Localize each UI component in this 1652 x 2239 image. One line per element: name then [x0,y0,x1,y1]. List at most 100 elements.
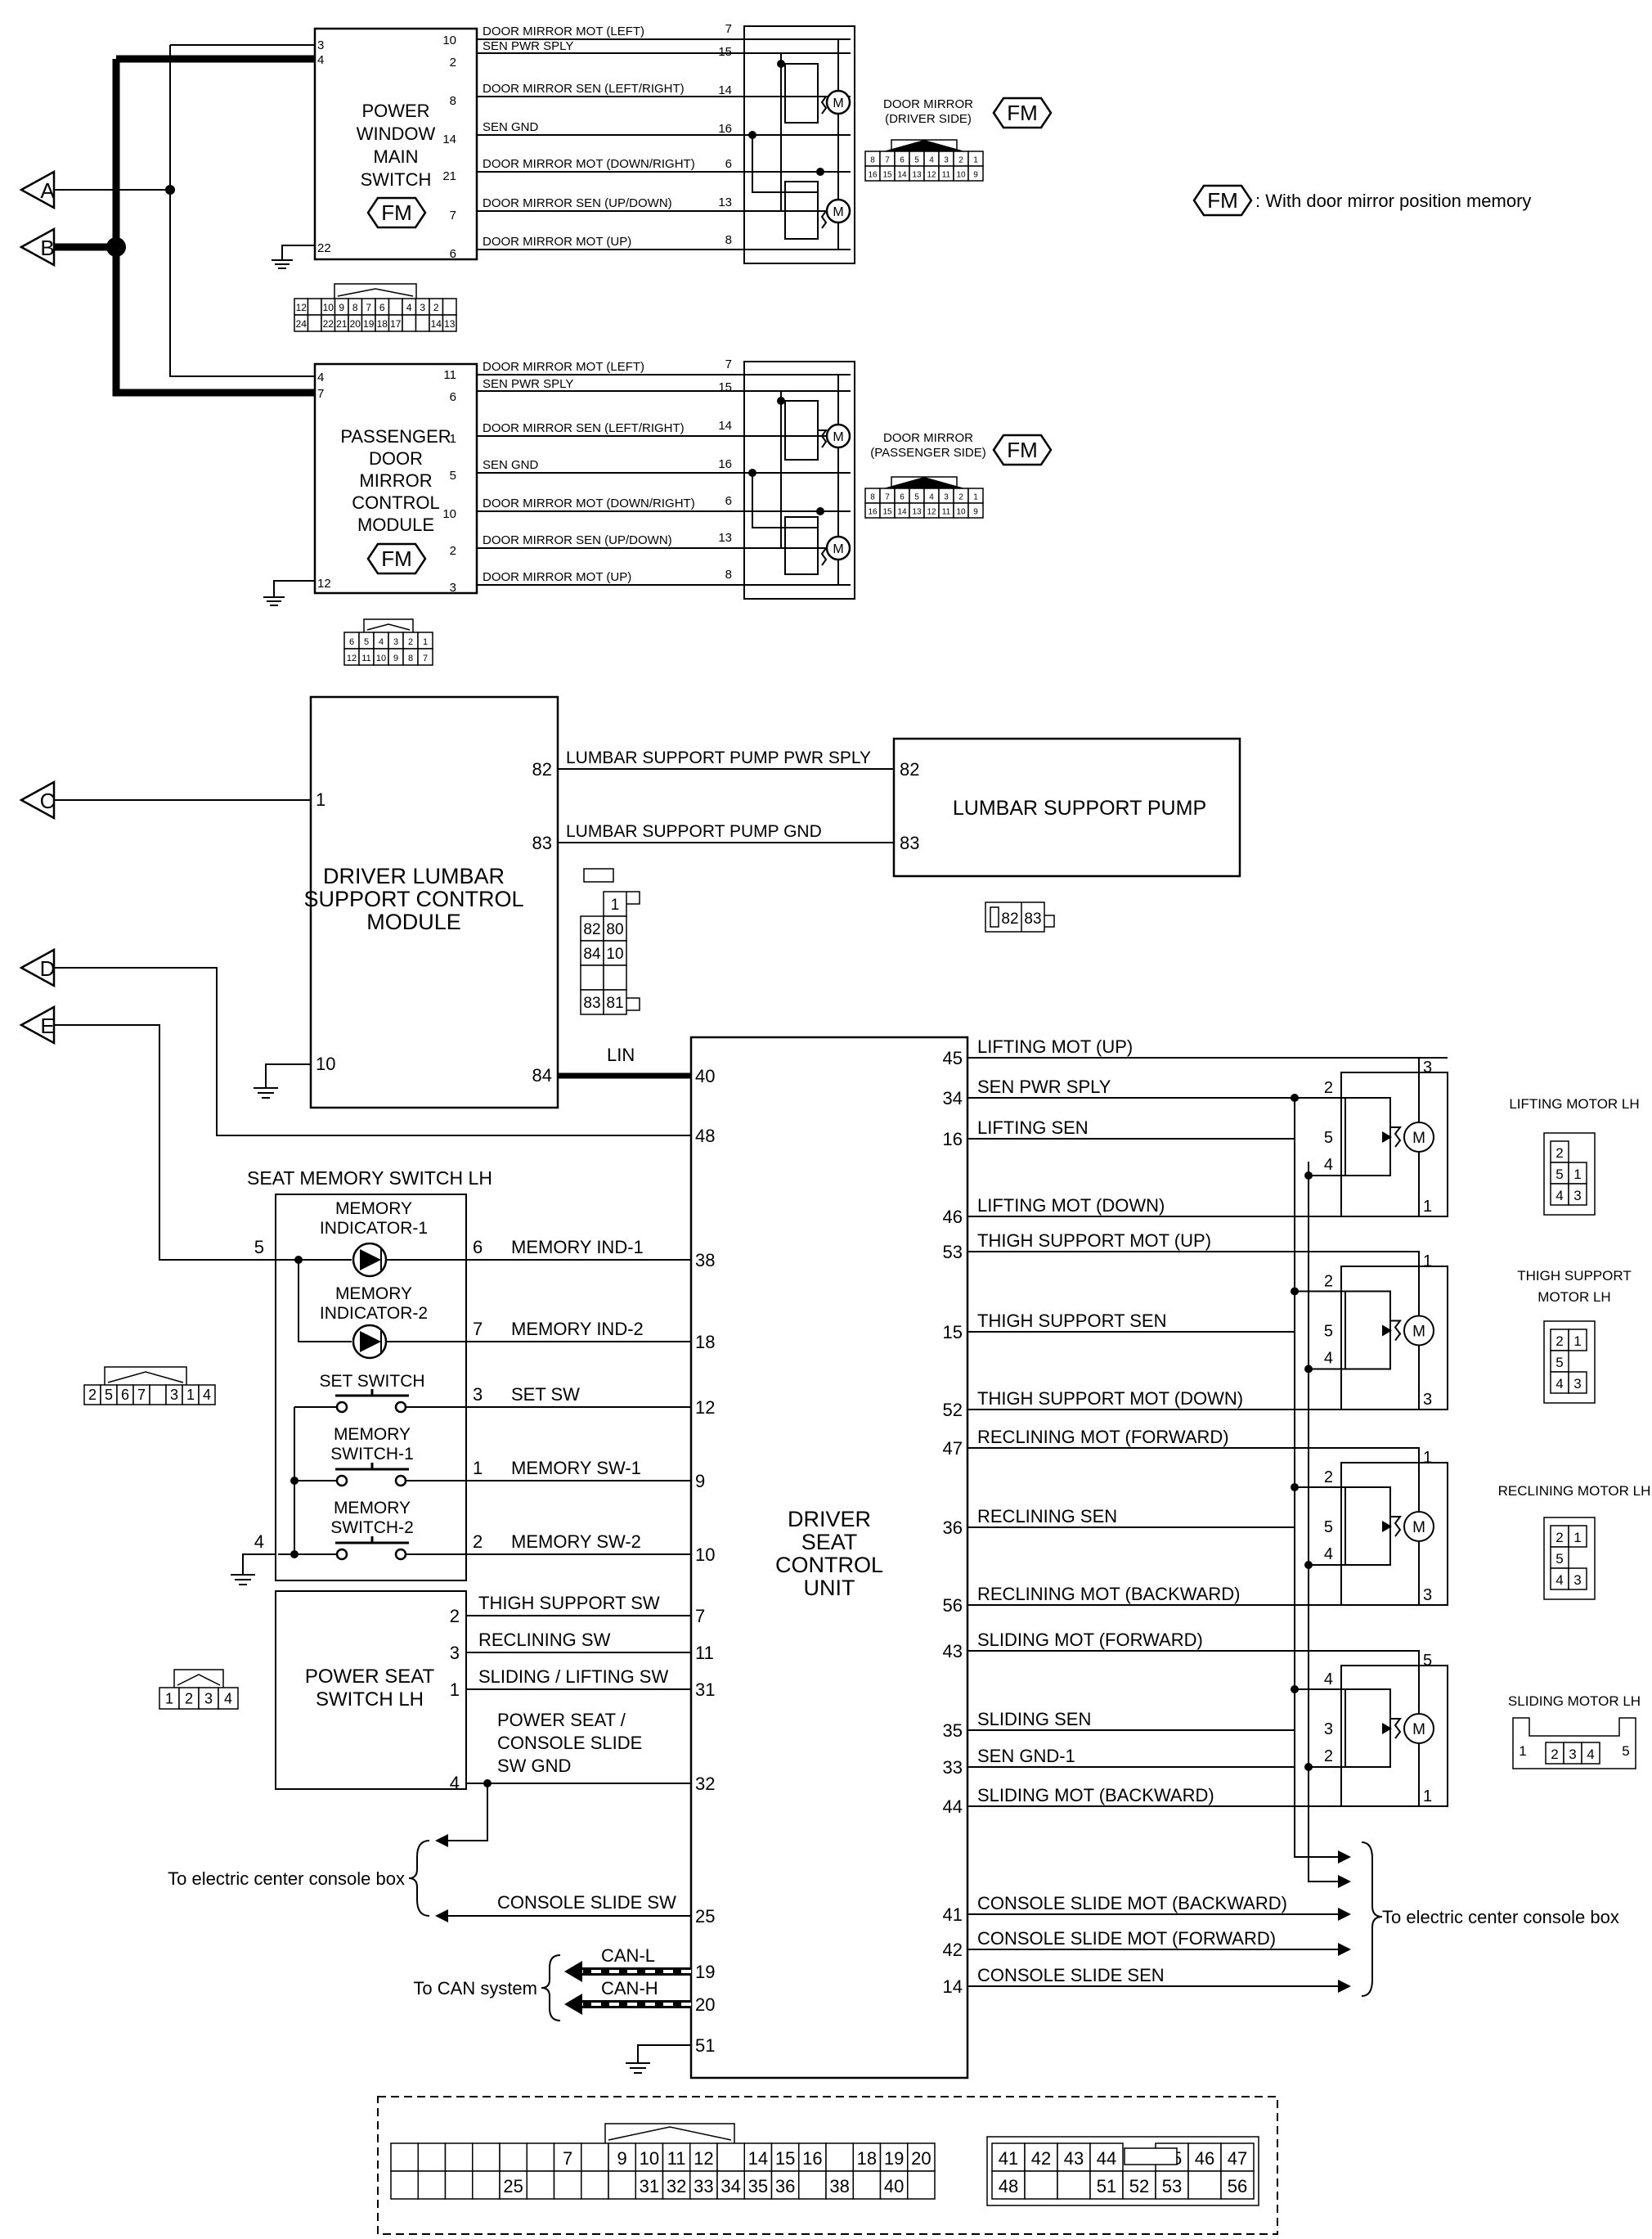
dscu-conn-pin: 34 [721,2176,740,2196]
pwms-conn-pin: 6 [379,302,385,313]
motor-pin: 1 [1423,1787,1432,1805]
dscu-right-pin: 43 [943,1641,963,1661]
dscu-left-extra-wires: To electric center console box To CAN sy… [168,1840,691,2074]
driver-mirror-conn-pin: 1 [973,156,978,165]
svg-text:(PASSENGER SIDE): (PASSENGER SIDE) [870,446,985,460]
svg-text:7: 7 [695,1606,705,1626]
fm-legend: FM : With door mirror position memory [1192,184,1531,217]
junction-dot [1304,1561,1313,1569]
motor-pin: 2 [1324,1747,1333,1765]
svg-text:7: 7 [473,1319,483,1339]
dscu-right-label: THIGH SUPPORT MOT (UP) [977,1230,1211,1251]
svg-text:82: 82 [532,759,552,780]
dlscm-conn-cell [580,915,604,942]
dscu-conn2-key [1124,2147,1178,2165]
sensor-resistor [1390,1126,1402,1148]
driver-mirror-conn-pin: 12 [927,171,936,180]
sensor-wire [1295,1688,1345,1768]
dscu-right-label: RECLINING SEN [977,1506,1117,1526]
motor-pin: 1 [1423,1449,1432,1467]
svg-text:13: 13 [718,531,732,545]
svg-text:20: 20 [695,1994,715,2015]
passenger-mirror-conn-pin: 8 [870,493,875,502]
svg-text:1: 1 [473,1458,483,1478]
psw-conn-cell [198,1687,219,1710]
motor-pin: 3 [1423,1391,1432,1409]
svg-text:3: 3 [317,38,324,52]
svg-text:DOOR MIRROR MOT (DOWN/RIGHT): DOOR MIRROR MOT (DOWN/RIGHT) [483,157,695,171]
lumbar-support-pump: LUMBAR SUPPORT PUMP 82 83 [892,737,1241,878]
svg-text:FM: FM [1207,188,1238,213]
svg-text:12: 12 [317,577,331,591]
passenger-mirror-conn-pin: 2 [958,493,963,502]
connector-a: A [19,169,55,210]
psw-conn-cell [218,1687,239,1710]
dscu-right-label: RECLINING MOT (FORWARD) [977,1427,1229,1447]
motor-conn-pin: 5 [1622,1743,1629,1759]
driver-lumbar-support-control-module: DRIVER LUMBAR SUPPORT CONTROL MODULE 1 1… [54,695,896,1109]
psw-gnd-label-1: POWER SEAT / [497,1710,626,1730]
connector-a-label: A [40,178,55,203]
dscu-conn2-cell [991,2170,1026,2200]
power-seat-switch-lh: POWER SEAT SWITCH LH 2 3 1 4 [275,1590,691,1847]
motor-name: LIFTING MOTOR LH [1509,1096,1639,1112]
psw-conn-pin: 2 [185,1691,193,1707]
svg-text:SEAT: SEAT [801,1530,858,1554]
svg-text:1: 1 [316,789,325,810]
driver-mirror-conn-key [883,140,965,151]
dscu-right-label: SLIDING SEN [977,1709,1091,1729]
motor-conn-pin: 2 [1555,1145,1563,1161]
psw-conn-cell [159,1687,180,1710]
svg-text:7: 7 [725,22,732,36]
pwms-conn-latch [334,283,417,299]
dscu-conn-cell [716,2170,745,2200]
dscu-conn-cell [825,2142,854,2172]
sensor-wire [1295,1290,1345,1370]
svg-text:SLIDING / LIFTING SW: SLIDING / LIFTING SW [478,1666,668,1687]
motor-pin: 1 [1423,1252,1432,1270]
dscu-conn2-shell [986,2136,1259,2206]
fm-badge-pdmcm: FM [366,542,427,575]
driver-mirror-conn-pin: 2 [958,156,963,165]
memsw-conn-pin: 4 [203,1387,211,1403]
sensor-resistor [1390,1718,1402,1739]
motor-icon-label: M [1412,1519,1425,1536]
driver-mirror-conn-pin: 3 [944,156,949,165]
dscu-conn-pin: 25 [503,2176,523,2196]
dscu-conn2-pin: 52 [1129,2176,1149,2196]
motor-conn-cell [1581,1742,1600,1765]
driver-seat-control-unit: DRIVER SEAT CONTROL UNIT [689,1036,969,2079]
pdmcm-conn-pin: 11 [361,654,370,663]
motor-conn-pin: 2 [1555,1333,1563,1349]
svg-text:DOOR: DOOR [369,448,423,469]
memsw-conn-cell [149,1384,167,1405]
dlscm-conn-pin: 82 [583,921,600,938]
to-can-note: To CAN system [413,1978,537,1998]
fm-badge-driver-mirror: FM [992,97,1053,129]
dscu-conn2-cell [1024,2170,1058,2200]
pwms-conn-pin: 7 [366,302,371,313]
dscu-left-pins: 40 48 38 MEMORY IND-1 18 MEMORY IND-2 12… [478,1066,715,2056]
connector-c: C [19,780,55,821]
svg-text:5: 5 [450,469,456,483]
pwms-title-2: WINDOW [357,124,436,144]
motor-pin: 3 [1324,1720,1333,1738]
svg-text:15: 15 [718,45,732,59]
passenger-mirror-conn-pin: 11 [942,508,951,517]
driver-mirror-conn-cell [967,165,984,182]
dlscm-conn-tab [626,997,640,1011]
motor-icon-label: M [1412,1324,1425,1341]
sensor-resistor [1390,1320,1402,1342]
motor-pin: 5 [1324,1323,1333,1341]
dscu-conn2-cell [1122,2170,1156,2200]
connector-e-label: E [40,1014,54,1038]
dscu-conn-cell [553,2170,582,2200]
svg-text:MEMORY: MEMORY [335,1199,412,1218]
dscu-conn-cell [770,2170,800,2200]
dscu-conn-pin: 7 [563,2148,572,2169]
dlscm-conn-latch [583,868,614,883]
svg-text:19: 19 [695,1962,715,1982]
svg-text:DOOR MIRROR: DOOR MIRROR [883,431,973,445]
motor-conn-cell [1568,1371,1587,1394]
